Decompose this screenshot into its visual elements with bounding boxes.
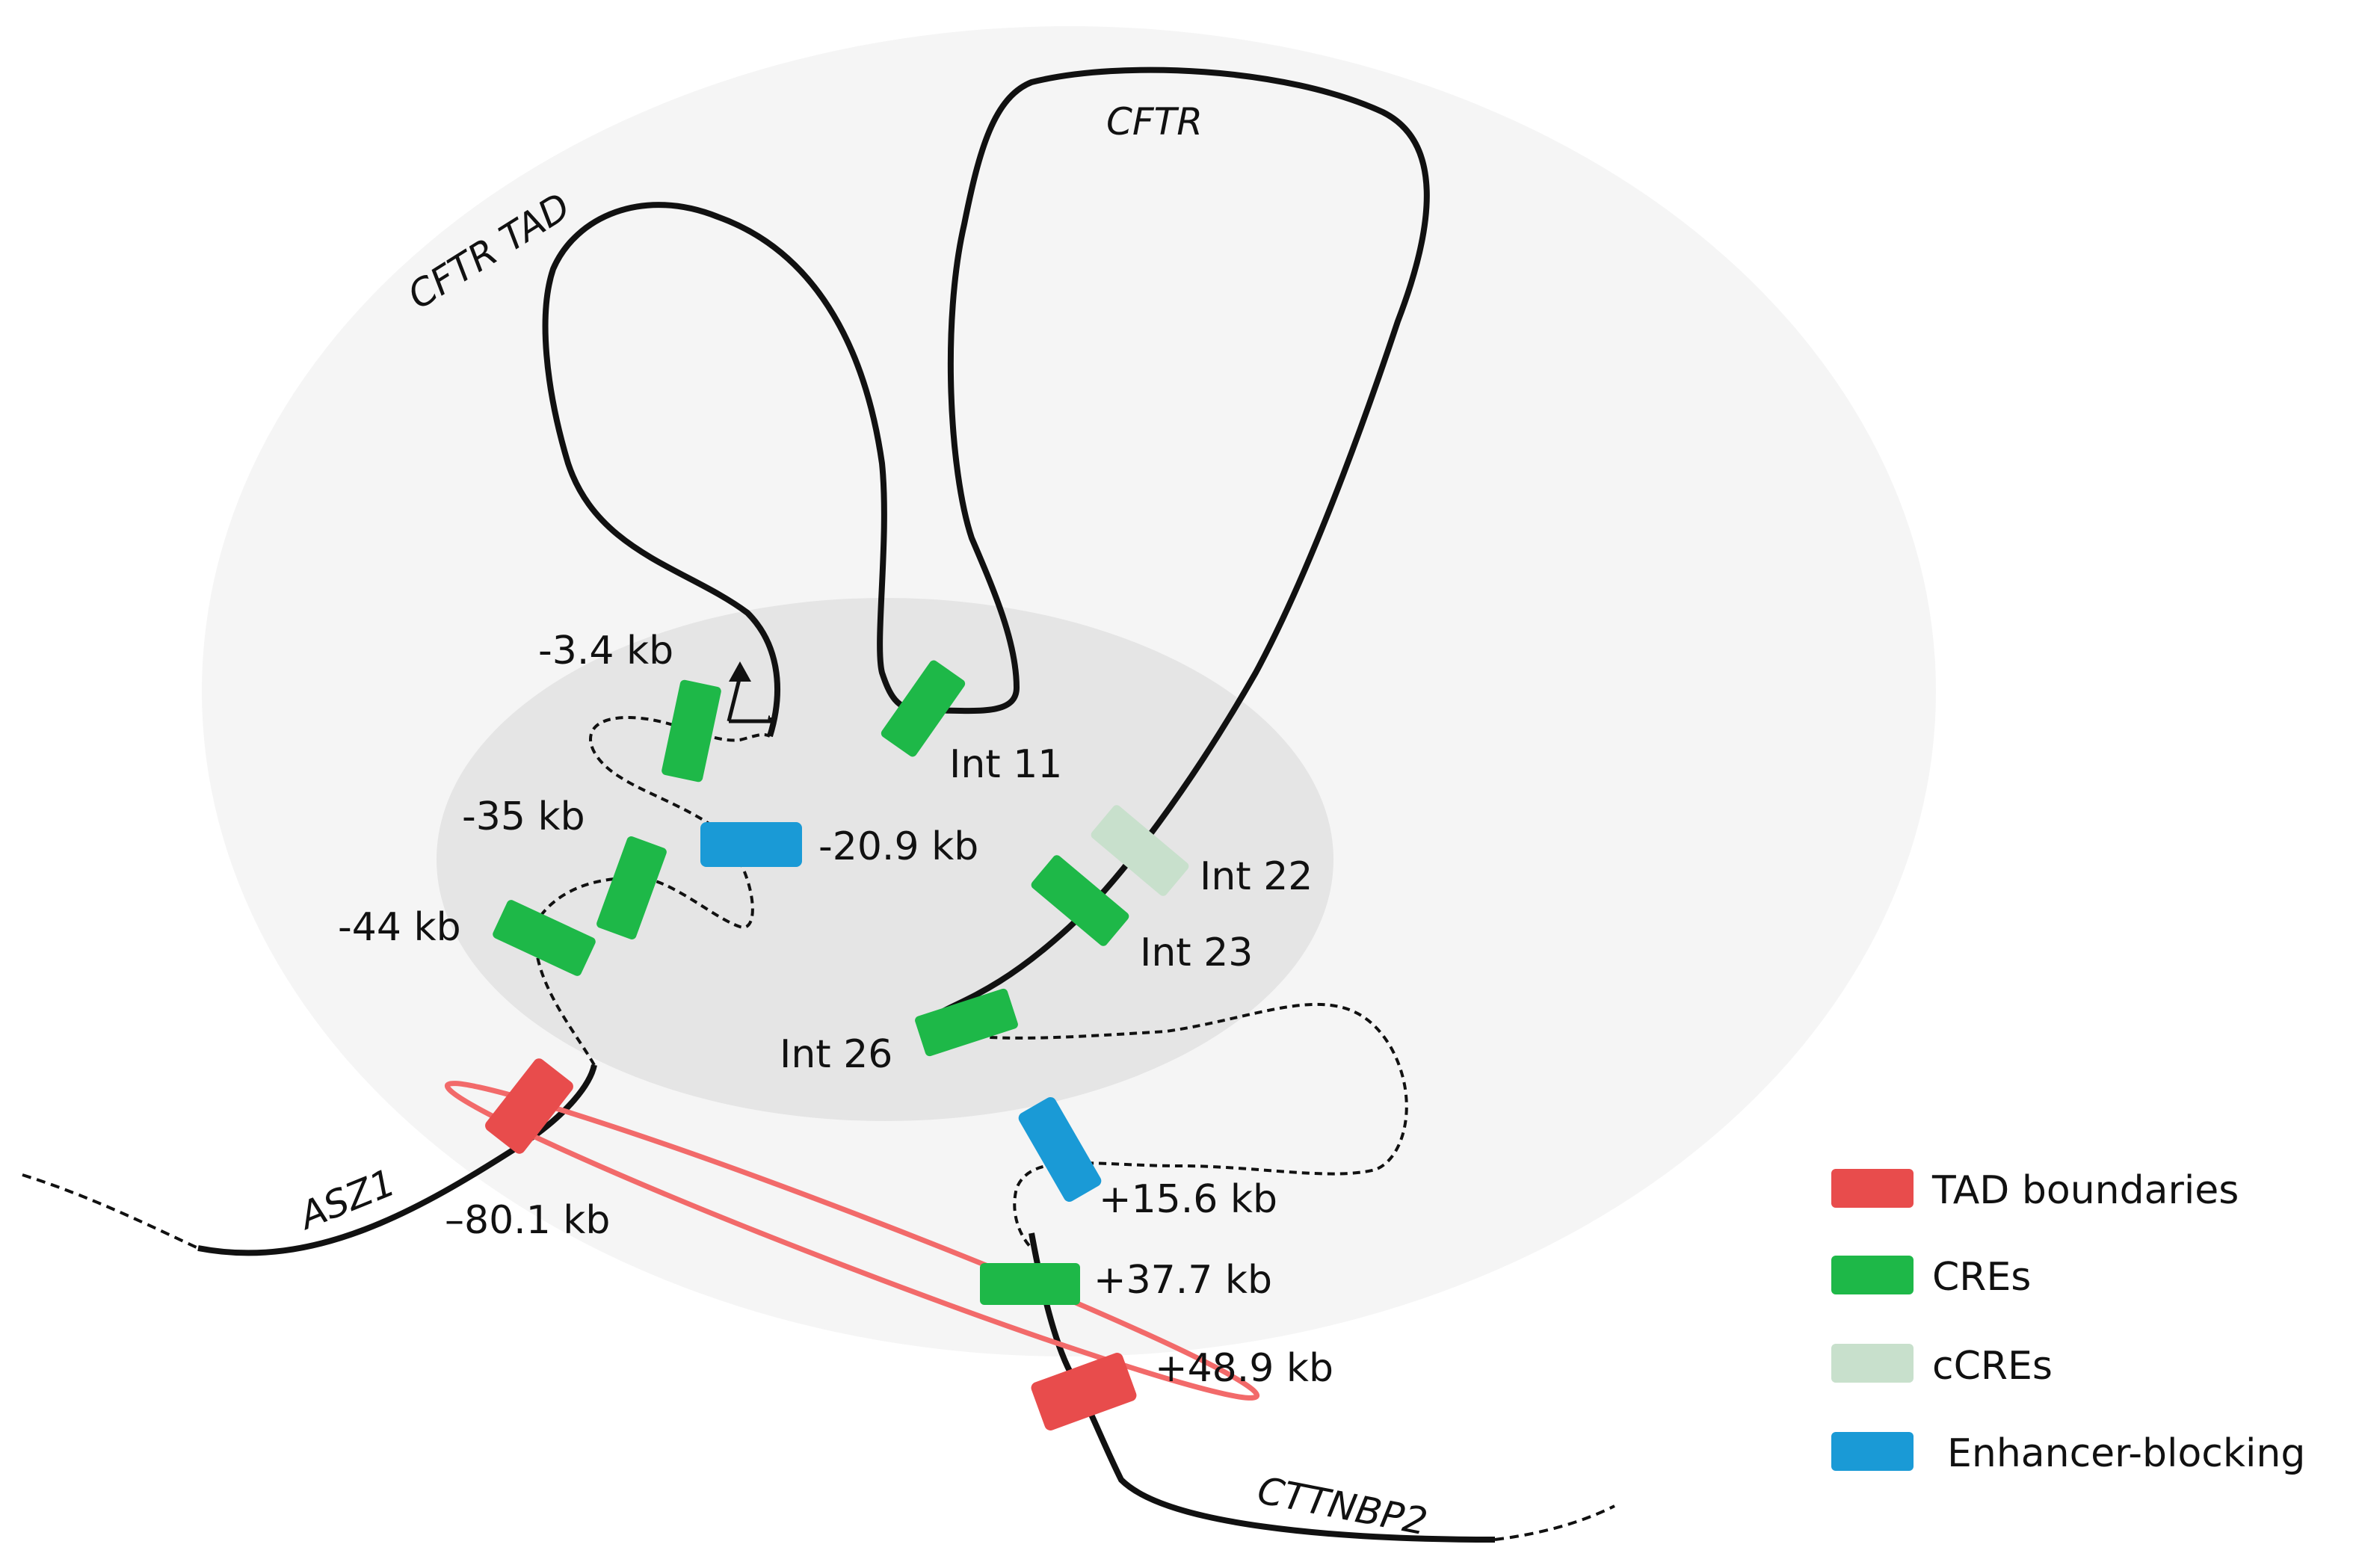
cre-m3-4: [662, 679, 721, 783]
legend-label-tad-boundaries: TAD boundaries: [1931, 1168, 2239, 1213]
legend-swatch-tad-boundaries: [1831, 1169, 1914, 1208]
tss-arrowhead-icon: [729, 661, 751, 682]
legend-swatch-enhancer-blocking: [1831, 1432, 1914, 1471]
tad-boundary-link: [444, 1081, 1260, 1401]
enhancer-blocking-p15-6: [1018, 1097, 1102, 1202]
label-p37-7: +37.7 kb: [1094, 1258, 1272, 1303]
label-p48-9: +48.9 kb: [1155, 1346, 1333, 1391]
label-int11: Int 11: [949, 742, 1062, 787]
cre-p37-7: [980, 1263, 1080, 1305]
legend-label-ccres: cCREs: [1932, 1344, 2053, 1389]
chromatin-cttnbp2: [1029, 1232, 1496, 1543]
enhancer-blocking-m20-9: [700, 822, 802, 867]
label-m44: -44 kb: [338, 905, 461, 950]
tad-boundary-p48-9: [1031, 1353, 1137, 1430]
chromatin-loop-left: [542, 202, 1020, 738]
chromatin-loop-cftr: [932, 67, 1430, 1019]
label-asz1-gene: ASZ1: [292, 1161, 401, 1238]
chromatin-dashed-asz1: [22, 1173, 199, 1250]
label-int22: Int 22: [1200, 854, 1313, 899]
chromatin-dashed-right: [933, 1002, 1408, 1250]
label-m35: -35 kb: [462, 794, 585, 839]
cre-m35: [596, 836, 667, 939]
legend-swatch-cres: [1831, 1256, 1914, 1294]
tss-arrow-icon: [727, 676, 772, 723]
chromatin-dashed-cre-region: [534, 715, 771, 1066]
legend-swatch-ccres: [1831, 1344, 1914, 1383]
interaction-hub: [437, 598, 1333, 1121]
chromatin-asz1: [197, 1064, 597, 1256]
label-m80-1: –80.1 kb: [445, 1198, 610, 1243]
label-m20-9: -20.9 kb: [818, 824, 978, 869]
tad-boundary-m80-1: [485, 1058, 573, 1154]
label-p15-6: +15.6 kb: [1099, 1177, 1277, 1222]
cre-int11: [881, 660, 966, 757]
label-cftr-gene: CFTR: [1106, 100, 1203, 143]
cre-int23: [1031, 855, 1129, 946]
cre-int26: [915, 988, 1018, 1057]
legend-label-cres: CREs: [1932, 1255, 2031, 1300]
ccre-int22: [1091, 805, 1189, 896]
chromatin-dashed-cttnbp2: [1494, 1504, 1615, 1541]
label-int23: Int 23: [1140, 930, 1253, 975]
legend-label-enhancer-blocking: Enhancer-blocking: [1947, 1431, 2305, 1476]
cre-m44: [493, 900, 596, 976]
label-int26: Int 26: [780, 1032, 892, 1077]
legend: TAD boundaries CREs cCREs Enhancer-block…: [1831, 1168, 2305, 1476]
label-m3-4: -3.4 kb: [538, 629, 673, 673]
